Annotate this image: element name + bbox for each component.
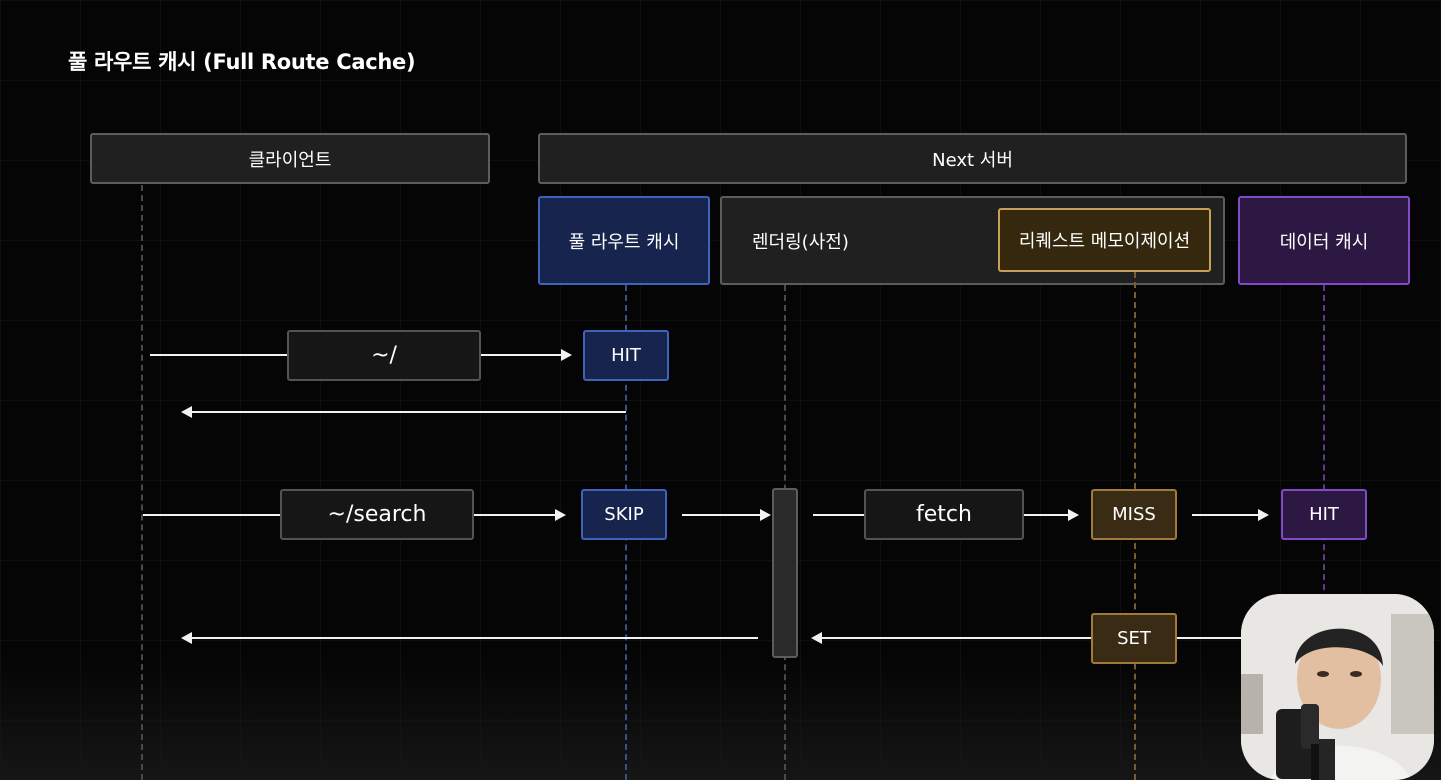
flow1-hit-label: HIT bbox=[611, 345, 641, 366]
data-cache-box: 데이터 캐시 bbox=[1238, 196, 1410, 285]
render-activation-bar bbox=[772, 488, 798, 658]
flow2-skip-label: SKIP bbox=[604, 504, 644, 525]
flow2-miss-badge: MISS bbox=[1091, 489, 1177, 540]
data-cache-label: 데이터 캐시 bbox=[1279, 231, 1369, 253]
flow2-fetch-box: fetch bbox=[864, 489, 1024, 540]
flow1-request-line bbox=[150, 354, 288, 356]
flow2-request-box: ~/search bbox=[280, 489, 474, 540]
flow2-data-cache-hit-label: HIT bbox=[1309, 504, 1339, 525]
flow2-miss-label: MISS bbox=[1112, 504, 1156, 525]
flow1-request-arrow bbox=[481, 349, 572, 361]
flow2-fetch-label: fetch bbox=[916, 502, 972, 527]
server-lane-header: Next 서버 bbox=[538, 133, 1407, 184]
webcam-presenter-icon bbox=[1241, 594, 1434, 780]
flow2-return-line-right bbox=[1177, 637, 1247, 639]
flow2-data-cache-hit-badge: HIT bbox=[1281, 489, 1367, 540]
flow2-skip-badge: SKIP bbox=[581, 489, 667, 540]
request-memoization-box: 리퀘스트 메모이제이션 bbox=[998, 208, 1211, 272]
client-lane-label: 클라이언트 bbox=[248, 149, 332, 171]
rendering-label: 렌더링(사전) bbox=[752, 231, 849, 253]
page-title: 풀 라우트 캐시 (Full Route Cache) bbox=[68, 50, 416, 74]
flow1-request-box: ~/ bbox=[287, 330, 481, 381]
data-cache-lifeline bbox=[1323, 285, 1325, 610]
flow2-request-line bbox=[143, 514, 281, 516]
full-route-cache-box: 풀 라우트 캐시 bbox=[538, 196, 710, 285]
flow2-fetch-arrow bbox=[1024, 509, 1079, 521]
request-memoization-label: 리퀘스트 메모이제이션 bbox=[1018, 231, 1191, 252]
flow2-response-arrow bbox=[181, 632, 758, 644]
full-route-cache-label: 풀 라우트 캐시 bbox=[568, 231, 680, 253]
client-lifeline bbox=[141, 185, 143, 780]
flow2-fetch-line bbox=[813, 514, 866, 516]
flow1-response-arrow bbox=[181, 406, 626, 418]
flow2-to-data-cache-arrow bbox=[1192, 509, 1269, 521]
flow2-set-badge: SET bbox=[1091, 613, 1177, 664]
flow2-request-label: ~/search bbox=[327, 502, 427, 527]
presenter-webcam bbox=[1241, 594, 1434, 780]
flow2-return-to-render-arrow bbox=[811, 632, 1091, 644]
server-lane-label: Next 서버 bbox=[932, 149, 1013, 171]
flow2-set-label: SET bbox=[1117, 628, 1151, 649]
flow1-hit-badge: HIT bbox=[583, 330, 669, 381]
flow2-to-render-arrow bbox=[682, 509, 771, 521]
client-lane-header: 클라이언트 bbox=[90, 133, 490, 184]
flow2-request-arrow bbox=[474, 509, 566, 521]
flow1-request-label: ~/ bbox=[371, 343, 397, 368]
